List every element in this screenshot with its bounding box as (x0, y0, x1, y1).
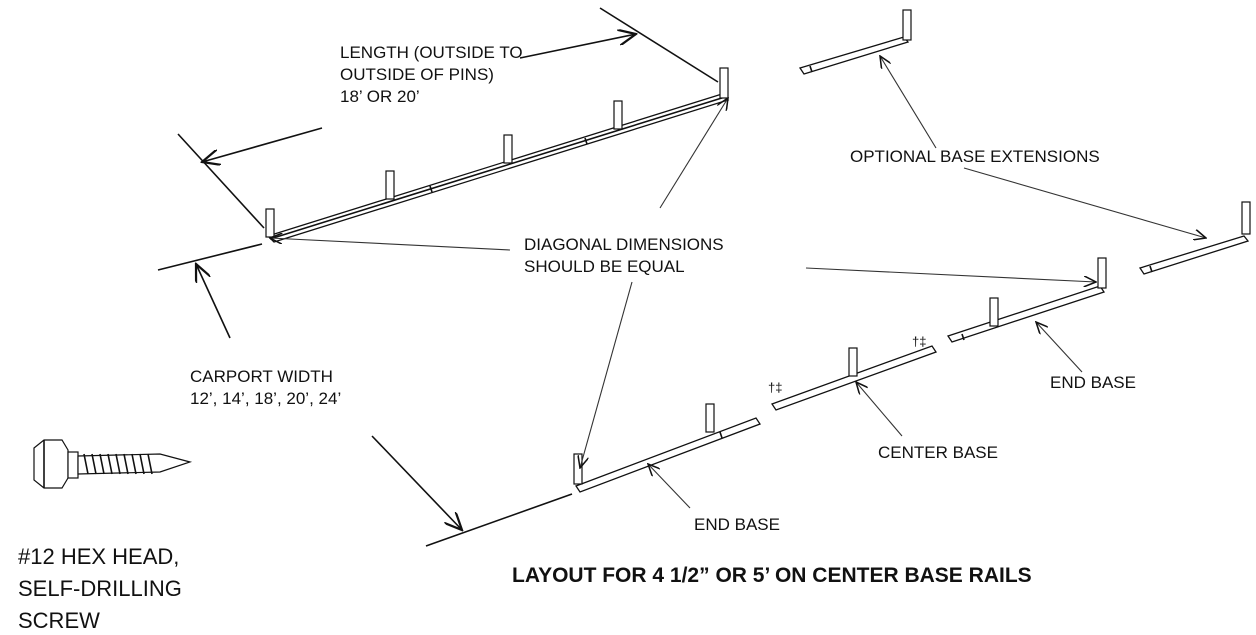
rail-pin-icon (265, 67, 729, 238)
diagonal-leaders (270, 98, 1096, 468)
screw-pair-left-icon: †‡ (768, 380, 782, 395)
width-label-line-1: CARPORT WIDTH (190, 367, 333, 386)
diagonal-label: DIAGONAL DIMENSIONS SHOULD BE EQUAL (524, 235, 724, 276)
screw-label-line-3: SCREW (18, 608, 100, 633)
rail-pin-icon (902, 9, 912, 41)
length-label-line-1: LENGTH (OUTSIDE TO (340, 43, 523, 62)
end-base-bottom (573, 403, 761, 493)
screw-pair-right-icon: †‡ (912, 334, 926, 349)
screw-label-line-1: #12 HEX HEAD, (18, 544, 179, 569)
end-base-bottom-label: END BASE (694, 515, 780, 534)
width-dimension (157, 243, 573, 547)
rail-pin-icon (1097, 257, 1107, 289)
length-label: LENGTH (OUTSIDE TO OUTSIDE OF PINS) 18’ … (340, 43, 523, 106)
center-base-label: CENTER BASE (878, 443, 998, 462)
rail-pin-icon (1241, 201, 1251, 235)
length-label-line-3: 18’ OR 20’ (340, 87, 420, 106)
optional-extensions-label: OPTIONAL BASE EXTENSIONS (850, 147, 1100, 166)
length-dimension (177, 7, 719, 229)
rail-pin-icon (989, 297, 999, 327)
rail-pin-icon (573, 453, 583, 485)
rail-pin-icon (848, 347, 858, 377)
diagonal-label-line-2: SHOULD BE EQUAL (524, 257, 685, 276)
screw-label: #12 HEX HEAD, SELF-DRILLING SCREW (18, 544, 182, 633)
optional-extension-right (1138, 201, 1251, 275)
component-leaders (648, 56, 1206, 509)
rail-pin-icon (705, 403, 715, 433)
end-base-right (946, 257, 1107, 343)
screw-label-line-2: SELF-DRILLING (18, 576, 182, 601)
svg-text:†‡: †‡ (912, 334, 926, 349)
length-label-line-2: OUTSIDE OF PINS) (340, 65, 494, 84)
end-base-right-label: END BASE (1050, 373, 1136, 392)
center-base: †‡ †‡ (768, 334, 938, 411)
optional-extension-top (798, 9, 912, 75)
side-rail-long (265, 67, 730, 243)
diagonal-label-line-1: DIAGONAL DIMENSIONS (524, 235, 724, 254)
width-label: CARPORT WIDTH 12’, 14’, 18’, 20’, 24’ (190, 367, 341, 408)
svg-text:†‡: †‡ (768, 380, 782, 395)
layout-title: LAYOUT FOR 4 1/2” OR 5’ ON CENTER BASE R… (512, 564, 1032, 587)
width-label-line-2: 12’, 14’, 18’, 20’, 24’ (190, 389, 341, 408)
hex-head-screw-icon (33, 439, 193, 489)
